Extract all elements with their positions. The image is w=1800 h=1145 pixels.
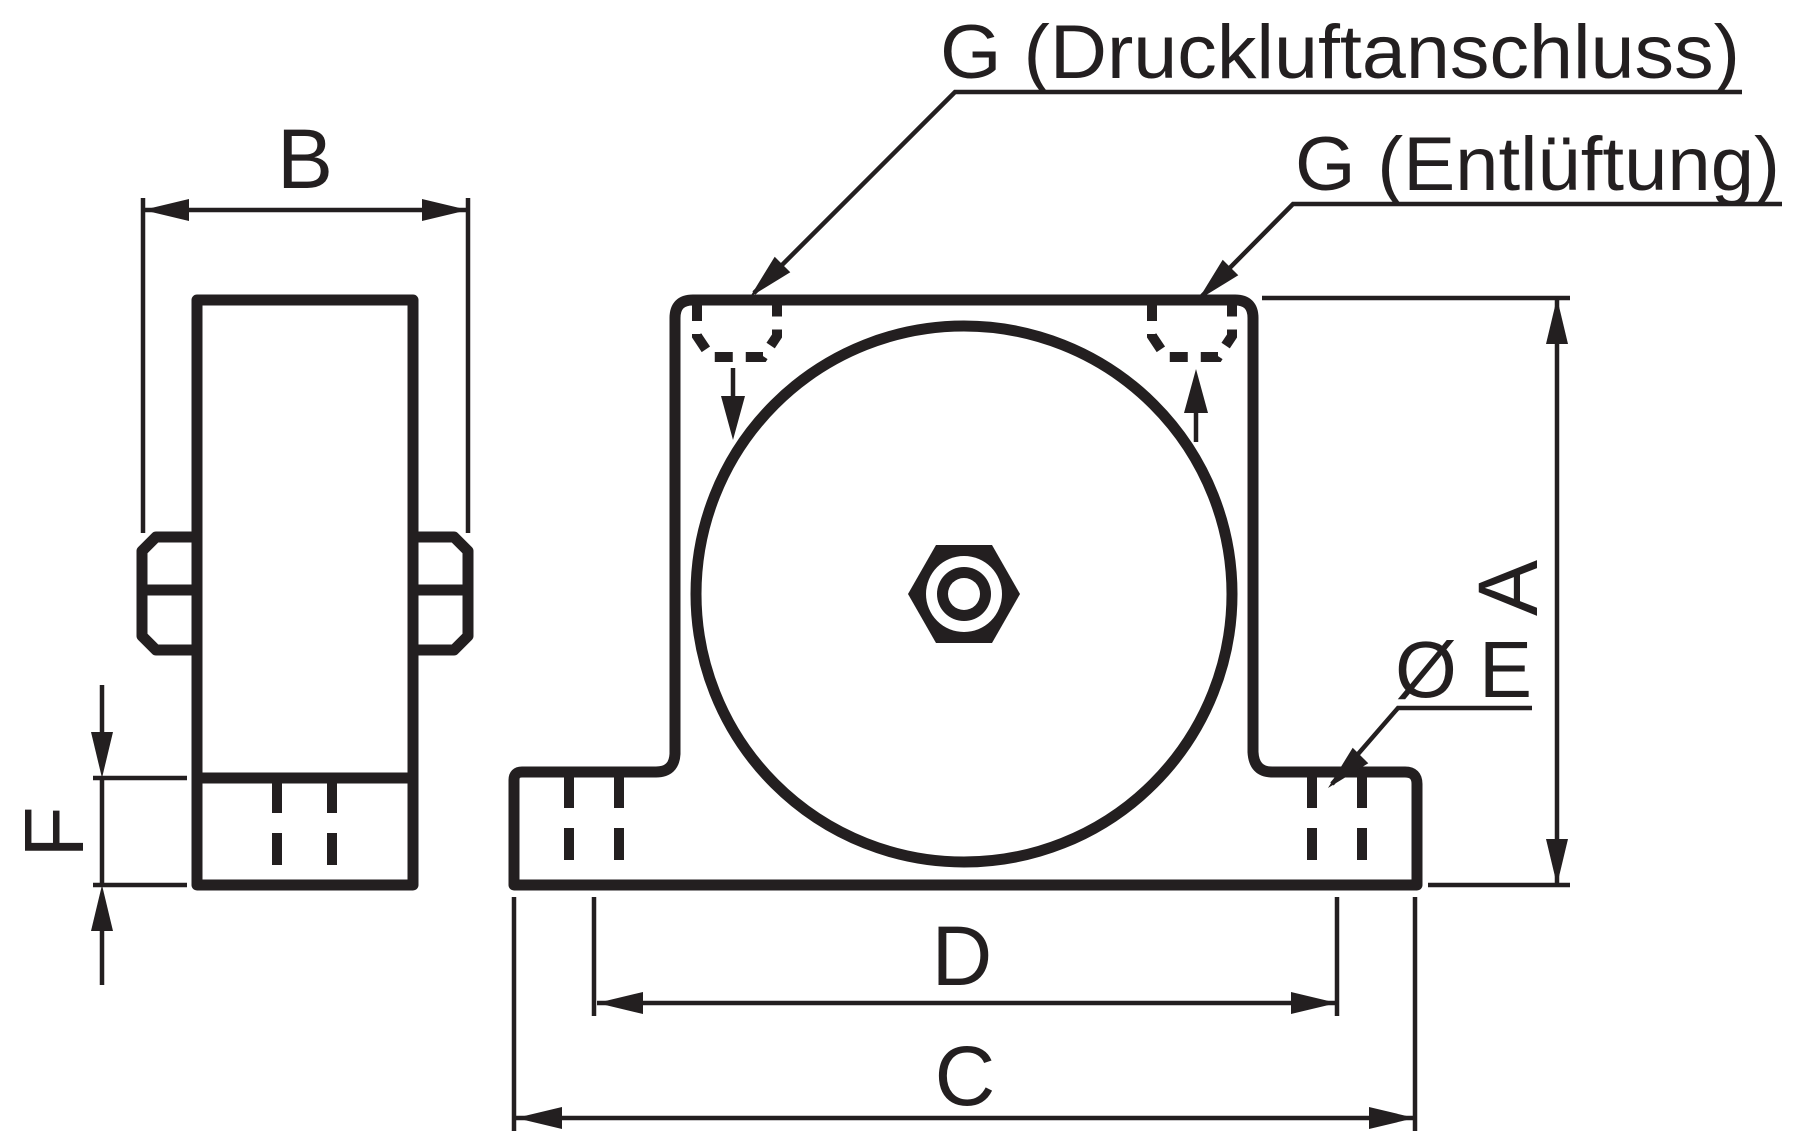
side-view-body xyxy=(191,294,419,891)
label-vent-port: G (Entlüftung) xyxy=(1295,122,1780,207)
dimension-a: A xyxy=(1262,295,1570,888)
e-leader-arrowhead xyxy=(1328,747,1369,788)
front-view-circle xyxy=(690,320,1238,868)
side-view xyxy=(136,294,474,891)
vent-port-thread xyxy=(1147,303,1237,362)
front-view-outline xyxy=(508,294,1423,891)
dimension-b: B xyxy=(140,112,471,533)
dimension-e-leader: Ø E xyxy=(1328,625,1532,788)
center-hex-nut xyxy=(908,545,1020,643)
label-supply-port: G (Druckluftanschluss) xyxy=(940,10,1740,95)
label-dim-e: Ø E xyxy=(1395,625,1532,714)
air-in-arrow xyxy=(721,368,745,440)
label-dim-b: B xyxy=(277,112,333,206)
front-view xyxy=(508,294,1423,891)
label-dim-a: A xyxy=(1461,560,1555,616)
label-dim-f: F xyxy=(7,806,101,857)
dimension-d: D xyxy=(591,897,1340,1016)
supply-callout-arrowhead xyxy=(750,256,791,297)
label-dim-d: D xyxy=(932,909,993,1003)
vent-callout-arrowhead xyxy=(1198,259,1239,300)
hex-nut-bore xyxy=(948,578,980,610)
label-dim-c: C xyxy=(935,1029,996,1123)
dimension-c: C xyxy=(511,897,1418,1131)
vent-port-callout: G (Entlüftung) xyxy=(1198,122,1782,300)
supply-port-callout: G (Druckluftanschluss) xyxy=(750,10,1742,297)
supply-port-thread xyxy=(692,303,782,362)
air-out-arrow xyxy=(1184,369,1208,442)
dimension-f: F xyxy=(7,685,187,985)
